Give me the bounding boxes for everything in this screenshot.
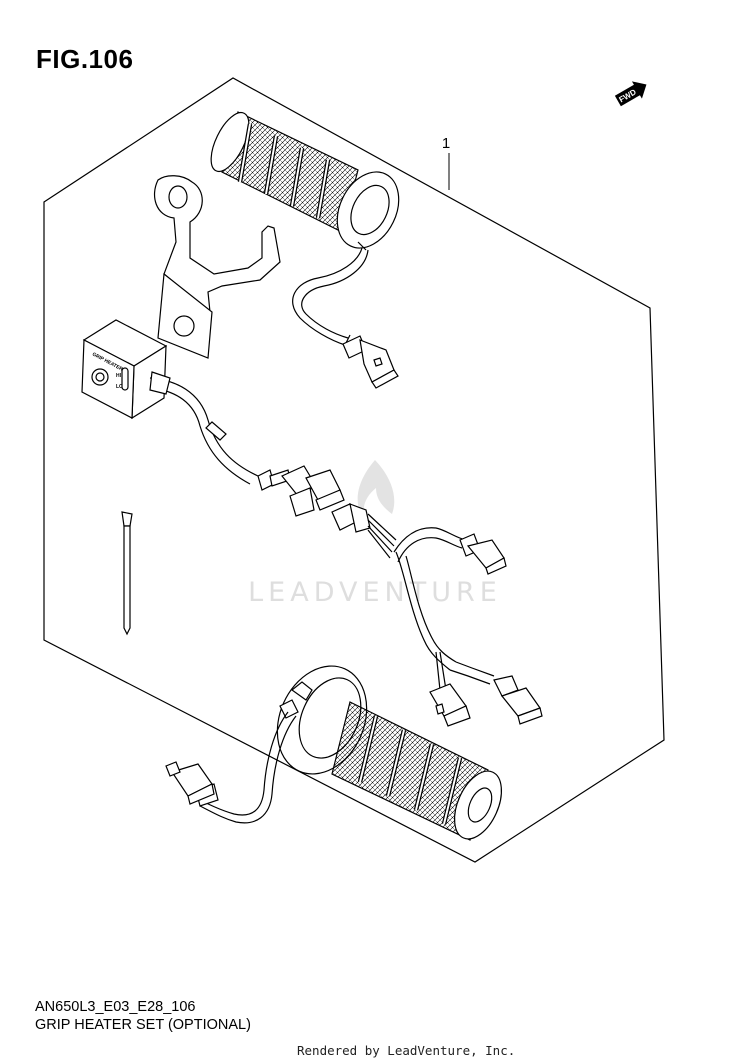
fwd-arrow-icon: FWD	[614, 81, 647, 107]
heater-switch: GRIP HEATER HI LO	[81, 319, 168, 420]
watermark-flame-icon	[357, 460, 395, 522]
cable-tie	[121, 511, 133, 636]
lower-connector	[165, 761, 219, 807]
branch-harness	[331, 503, 495, 691]
mounting-bracket	[153, 175, 281, 359]
lower-grip-cable	[195, 711, 297, 824]
middle-connector	[257, 465, 345, 517]
rendered-by-credit: Rendered by LeadVenture, Inc.	[297, 1043, 516, 1058]
right-connectors	[429, 533, 543, 727]
figure-title: FIG.106	[36, 44, 134, 74]
upper-grip-cable	[292, 247, 369, 346]
diagram-code: AN650L3_E03_E28_106	[35, 999, 196, 1015]
diagram-caption: GRIP HEATER SET (OPTIONAL)	[35, 1017, 251, 1033]
watermark: LEADVENTURE	[248, 460, 502, 608]
package-outline	[43, 77, 665, 863]
switch-hi-label: HI	[116, 373, 122, 379]
callout-number: 1	[442, 135, 450, 152]
lower-grip	[276, 665, 503, 841]
upper-connector	[342, 335, 399, 389]
watermark-text: LEADVENTURE	[248, 577, 502, 608]
switch-lo-label: LO	[116, 384, 123, 390]
upper-grip	[210, 111, 400, 251]
switch-cable	[149, 371, 259, 485]
callout-1: 1	[442, 135, 450, 190]
